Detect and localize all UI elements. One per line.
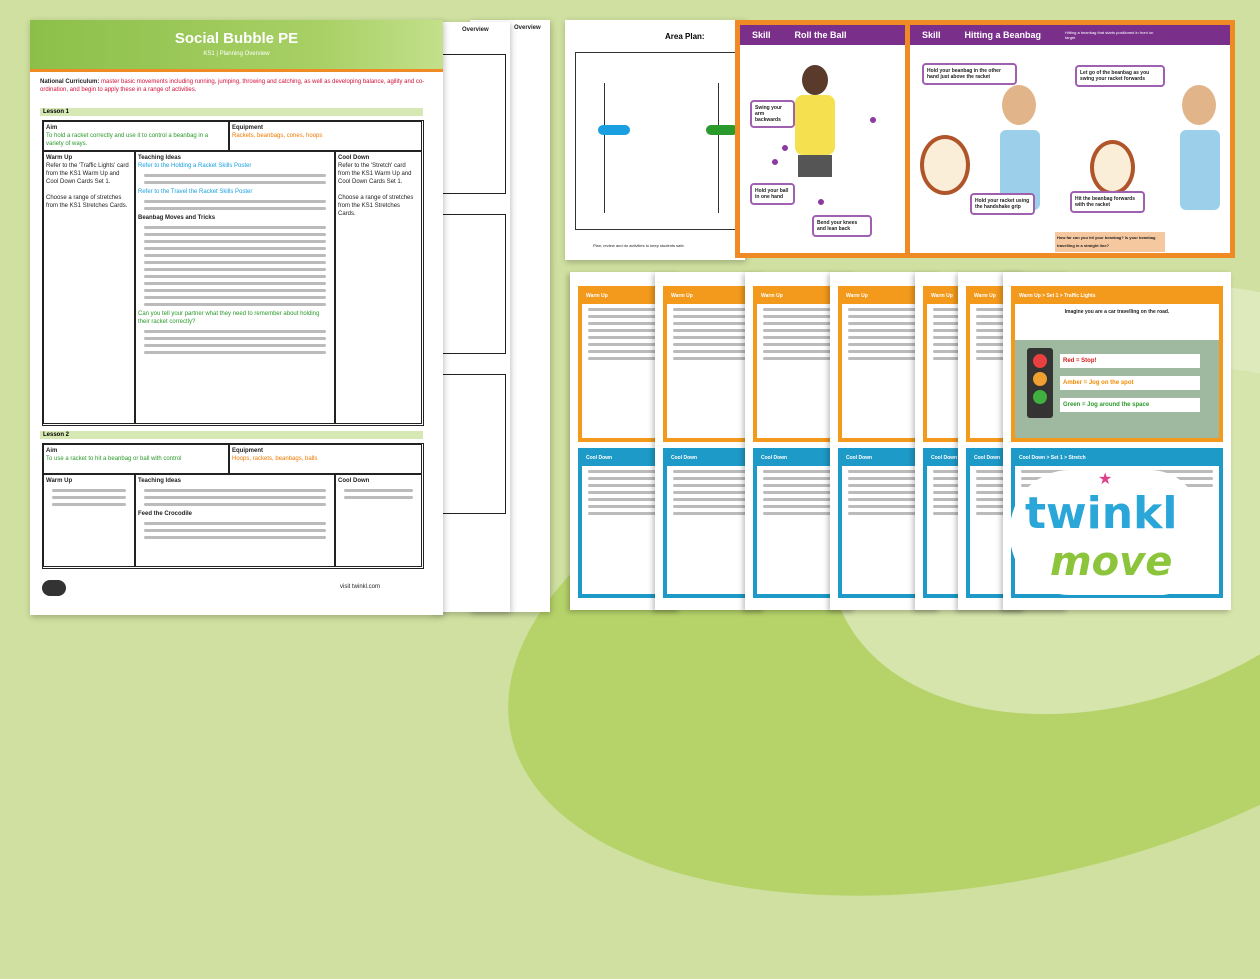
- back-page-header: Overview: [514, 25, 541, 31]
- equipment-cell: Equipment Hoops, rackets, beanbags, ball…: [229, 444, 422, 474]
- light-red: Red = Stop!: [1060, 354, 1200, 368]
- card-intro: Imagine you are a car travelling on the …: [1064, 309, 1170, 315]
- callout: Hold your ball in one hand: [750, 183, 795, 205]
- crumb-description: Hitting a beanbag that starts positioned…: [1065, 30, 1154, 40]
- equipment-text: Rackets, beanbags, cones, hoops: [232, 133, 323, 139]
- cooldown-text: Refer to the 'Stretch' card from the KS1…: [338, 163, 412, 185]
- card-top-breadcrumb: Warm Up: [582, 290, 668, 304]
- twinkl-logo-icon: [42, 580, 66, 596]
- card-bottom-breadcrumb: Cool Down: [757, 452, 843, 466]
- lesson-2-label: Lesson 2: [40, 431, 423, 439]
- skill-card-breadcrumb: Skill Roll the Ball: [740, 25, 905, 45]
- aim-text: To use a racket to hit a beanbag or ball…: [46, 456, 182, 462]
- aim-header: Aim: [46, 448, 58, 454]
- callout: Let go of the beanbag as you swing your …: [1075, 65, 1165, 87]
- question-box: How far can you hit your beanbag? Is you…: [1055, 232, 1165, 252]
- crumb-skill: Skill: [922, 30, 941, 40]
- cooldown-header: Cool Down: [338, 478, 370, 484]
- callout: Hold your beanbag in the other hand just…: [922, 63, 1017, 85]
- area-plan-page: Area Plan: Plan, review and do activitie…: [565, 20, 745, 260]
- aim-cell: Aim To use a racket to hit a beanbag or …: [43, 444, 229, 474]
- skill-card-hitting-a-beanbag: Skill Hitting a Beanbag Hitting a beanba…: [905, 20, 1235, 258]
- teaching-text: Refer to the Holding a Racket Skills Pos…: [138, 163, 252, 169]
- warmup-text: Refer to the 'Traffic Lights' card from …: [46, 163, 129, 185]
- lesson-plan-header: Social Bubble PE KS1 | Planning Overview: [30, 20, 443, 72]
- racket-illustration: [920, 135, 970, 195]
- lesson-1-table: Aim To hold a racket correctly and use i…: [42, 120, 424, 426]
- card-bottom-breadcrumb: Cool Down: [842, 452, 928, 466]
- teaching-subheader: Beanbag Moves and Tricks: [138, 215, 216, 221]
- equipment-cell: Equipment Rackets, beanbags, cones, hoop…: [229, 121, 422, 151]
- teaching-question: Can you tell your partner what they need…: [138, 311, 320, 325]
- area-plan-diagram: [575, 52, 740, 230]
- crumb-title: Hitting a Beanbag: [964, 30, 1042, 40]
- area-plan-footer: Plan, review and do activities to keep s…: [593, 243, 685, 248]
- skill-card-roll-the-ball: Skill Roll the Ball Swing your arm backw…: [735, 20, 910, 258]
- light-amber: Amber = Jog on the spot: [1060, 376, 1200, 390]
- curriculum-text: master basic movements including running…: [40, 79, 425, 93]
- teaching-cell: Teaching Ideas Refer to the Holding a Ra…: [135, 151, 335, 424]
- girl-illustration: [795, 95, 835, 155]
- card-bottom-breadcrumb: Cool Down: [582, 452, 668, 466]
- footer-url: visit twinkl.com: [340, 584, 381, 590]
- lesson-plan-subtitle: KS1 | Planning Overview: [203, 51, 270, 57]
- back-page-1: Overview: [432, 22, 510, 612]
- callout: Swing your arm backwards: [750, 100, 795, 128]
- equipment-header: Equipment: [232, 125, 263, 131]
- skill-card-breadcrumb: Skill Hitting a Beanbag Hitting a beanba…: [910, 25, 1230, 45]
- card-top-breadcrumb: Warm Up: [842, 290, 928, 304]
- teaching-cell: Teaching Ideas Feed the Crocodile: [135, 474, 335, 567]
- warmup-header: Warm Up: [46, 478, 73, 484]
- card-bottom-breadcrumb: Cool Down > Set 1 > Stretch: [1015, 452, 1219, 466]
- lesson-plan-page: Social Bubble PE KS1 | Planning Overview…: [30, 20, 443, 615]
- card-top-breadcrumb: Warm Up: [667, 290, 753, 304]
- warmup-cell: Warm Up: [43, 474, 135, 567]
- aim-cell: Aim To hold a racket correctly and use i…: [43, 121, 229, 151]
- callout: Hit the beanbag forwards with the racket: [1070, 191, 1145, 213]
- crumb-title: Roll the Ball: [794, 30, 847, 40]
- callout: Bend your knees and lean back: [812, 215, 872, 237]
- brand-move: move: [1050, 539, 1173, 585]
- warmup-text-2: Choose a range of stretches from the KS1…: [46, 195, 128, 209]
- star-icon: ★: [1098, 471, 1113, 488]
- traffic-light-icon: [1027, 348, 1053, 418]
- equipment-header: Equipment: [232, 448, 263, 454]
- warmup-header: Warm Up: [46, 155, 73, 161]
- aim-header: Aim: [46, 125, 58, 131]
- cooldown-header: Cool Down: [338, 155, 370, 161]
- teaching-subheader: Feed the Crocodile: [138, 511, 193, 517]
- lesson-1-label: Lesson 1: [40, 108, 423, 116]
- lesson-2-table: Aim To use a racket to hit a beanbag or …: [42, 443, 424, 569]
- callout: Hold your racket using the handshake gri…: [970, 193, 1035, 215]
- lesson-plan-title: Social Bubble PE: [174, 30, 299, 47]
- cooldown-text-2: Choose a range of stretches from the KS1…: [338, 195, 414, 217]
- card-bottom-breadcrumb: Cool Down: [667, 452, 753, 466]
- cooldown-cell: Cool Down: [335, 474, 422, 567]
- teaching-text-2: Refer to the Travel the Racket Skills Po…: [138, 189, 253, 195]
- teaching-header: Teaching Ideas: [138, 155, 181, 161]
- crumb-skill: Skill: [752, 30, 771, 40]
- aim-text: To hold a racket correctly and use it to…: [46, 133, 209, 147]
- back-page-header: Overview: [462, 27, 489, 33]
- twinkl-move-logo: twinkl move ★: [1010, 470, 1200, 595]
- warmup-cell: Warm Up Refer to the 'Traffic Lights' ca…: [43, 151, 135, 424]
- area-plan-title: Area Plan:: [665, 32, 705, 41]
- curriculum-label: National Curriculum:: [40, 79, 100, 85]
- equipment-text: Hoops, rackets, beanbags, balls: [232, 456, 318, 462]
- card-top-breadcrumb: Warm Up > Set 1 > Traffic Lights: [1015, 290, 1219, 304]
- teaching-header: Teaching Ideas: [138, 478, 181, 484]
- light-green: Green = Jog around the space: [1060, 398, 1200, 412]
- cooldown-cell: Cool Down Refer to the 'Stretch' card fr…: [335, 151, 422, 424]
- curriculum: National Curriculum: master basic moveme…: [40, 78, 430, 94]
- card-top-breadcrumb: Warm Up: [757, 290, 843, 304]
- brand-twinkl: twinkl: [1025, 488, 1178, 539]
